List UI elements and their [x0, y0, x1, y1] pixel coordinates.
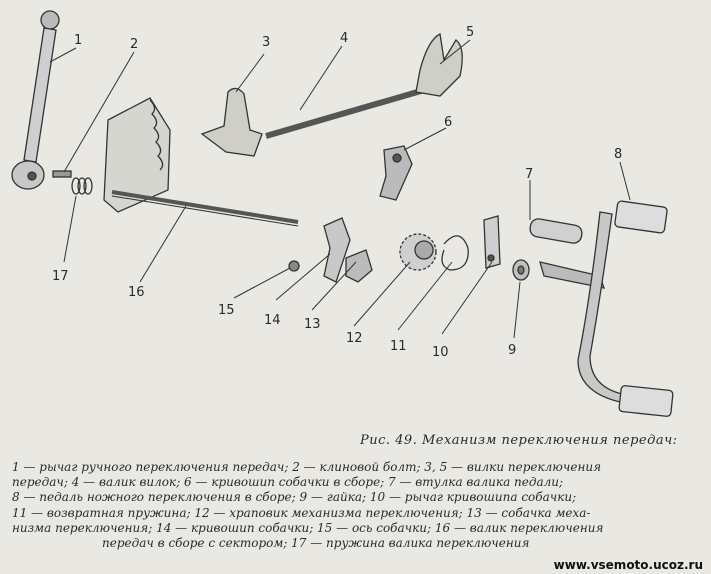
part-shaft-spring	[71, 177, 93, 195]
callout-5: 5	[466, 25, 474, 40]
callout-12: 12	[346, 331, 363, 346]
callout-16: 16	[128, 285, 145, 300]
callout-17: 17	[52, 269, 69, 284]
watermark: www.vsemoto.ucoz.ru	[553, 558, 703, 572]
part-nut	[512, 259, 530, 281]
part-foot-pedal	[539, 200, 674, 417]
callout-2: 2	[130, 37, 138, 52]
part-selector-fork-b	[415, 33, 463, 97]
part-fork-shaft	[265, 83, 439, 139]
part-hand-lever	[11, 10, 60, 190]
part-pawl-crank-assy	[379, 145, 413, 201]
legend-line: низма переключения; 14 — кривошип собачк…	[12, 520, 604, 535]
legend-line: 11 — возвратная пружина; 12 — храповик м…	[12, 505, 591, 520]
callout-9: 9	[508, 343, 516, 358]
callout-10: 10	[432, 345, 449, 360]
callout-8: 8	[614, 147, 622, 162]
part-pawl-axle	[288, 260, 300, 272]
part-pawl-crank	[323, 217, 351, 283]
figure-caption: Рис. 49. Механизм переключения передач:	[360, 433, 678, 448]
callout-4: 4	[340, 31, 348, 46]
part-selector-fork-a	[200, 87, 263, 157]
callout-13: 13	[304, 317, 321, 332]
part-ratchet	[399, 233, 437, 271]
part-pawl	[345, 249, 373, 283]
callout-15: 15	[218, 303, 235, 318]
legend-line: передач; 4 — валик вилок; 6 — кривошип с…	[12, 475, 564, 490]
legend-line: 8 — педаль ножного переключения в сборе;…	[12, 490, 577, 505]
part-shaft-sector	[103, 97, 299, 227]
callout-6: 6	[444, 115, 452, 130]
callout-3: 3	[262, 35, 270, 50]
part-pedal-bushing	[529, 218, 583, 244]
callout-14: 14	[264, 313, 281, 328]
callout-1: 1	[74, 33, 82, 48]
part-pawl-crank-lever	[483, 215, 501, 269]
part-wedge-bolt	[52, 170, 72, 178]
leader-lines	[49, 39, 631, 339]
part-return-spring	[441, 235, 469, 271]
figure-legend: 1 — рычаг ручного переключения передач; …	[12, 460, 700, 551]
legend-line: передач в сборе с сектором; 17 — пружина…	[102, 536, 530, 551]
callout-7: 7	[525, 167, 533, 182]
callout-11: 11	[390, 339, 407, 354]
exploded-diagram: 1 2 3 4 5 6 7 8 9 10 11 12 13 14 15 16 1…	[11, 10, 674, 417]
legend-line: 1 — рычаг ручного переключения передач; …	[12, 460, 602, 474]
